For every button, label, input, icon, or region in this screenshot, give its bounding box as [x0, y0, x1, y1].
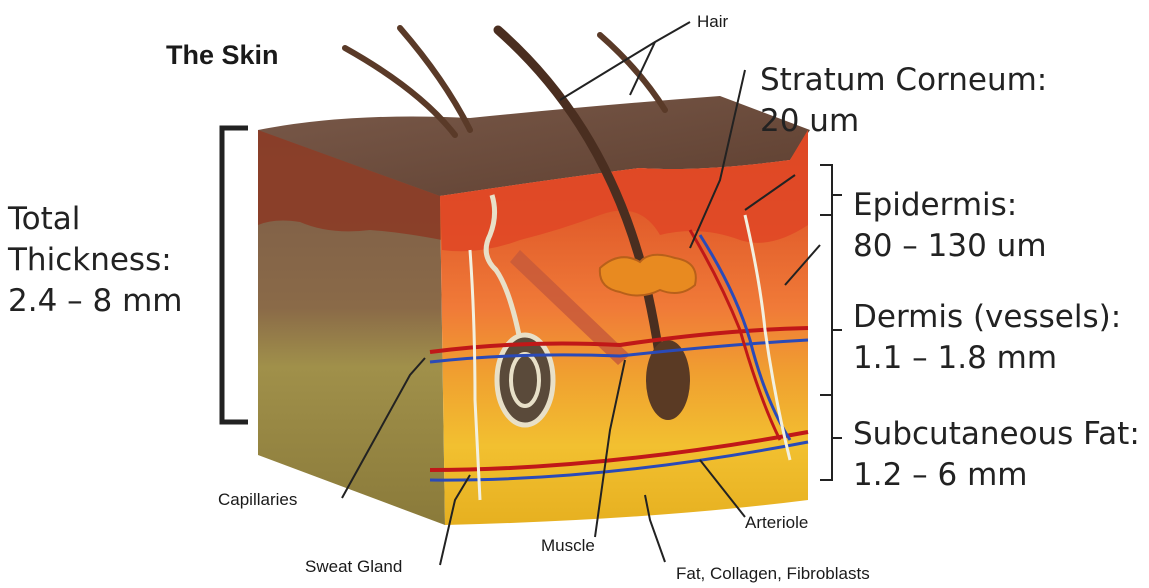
- annotation-epidermis: Epidermis: 80 – 130 um: [853, 185, 1047, 267]
- label-capillaries: Capillaries: [218, 491, 297, 508]
- subcutaneous-bracket: [820, 395, 842, 480]
- annotation-total-thickness: Total Thickness: 2.4 – 8 mm: [8, 199, 182, 322]
- sweat-gland-coil: [497, 335, 553, 425]
- label-arteriole: Arteriole: [745, 514, 808, 531]
- page-title: The Skin: [166, 42, 279, 69]
- annotation-dermis: Dermis (vessels): 1.1 – 1.8 mm: [853, 297, 1121, 379]
- epidermis-bracket: [820, 165, 842, 215]
- hair-strand: [600, 35, 665, 110]
- sebaceous-gland: [600, 255, 696, 296]
- annotation-stratum-corneum: Stratum Corneum: 20 um: [760, 60, 1047, 142]
- annotation-subcutaneous-fat: Subcutaneous Fat: 1.2 – 6 mm: [853, 414, 1140, 496]
- total-thickness-bracket: [222, 128, 248, 422]
- label-muscle: Muscle: [541, 537, 595, 554]
- label-sweat-gland: Sweat Gland: [305, 558, 402, 575]
- dermis-bracket: [820, 215, 842, 395]
- label-hair: Hair: [697, 13, 728, 30]
- label-fat-collagen: Fat, Collagen, Fibroblasts: [676, 565, 870, 582]
